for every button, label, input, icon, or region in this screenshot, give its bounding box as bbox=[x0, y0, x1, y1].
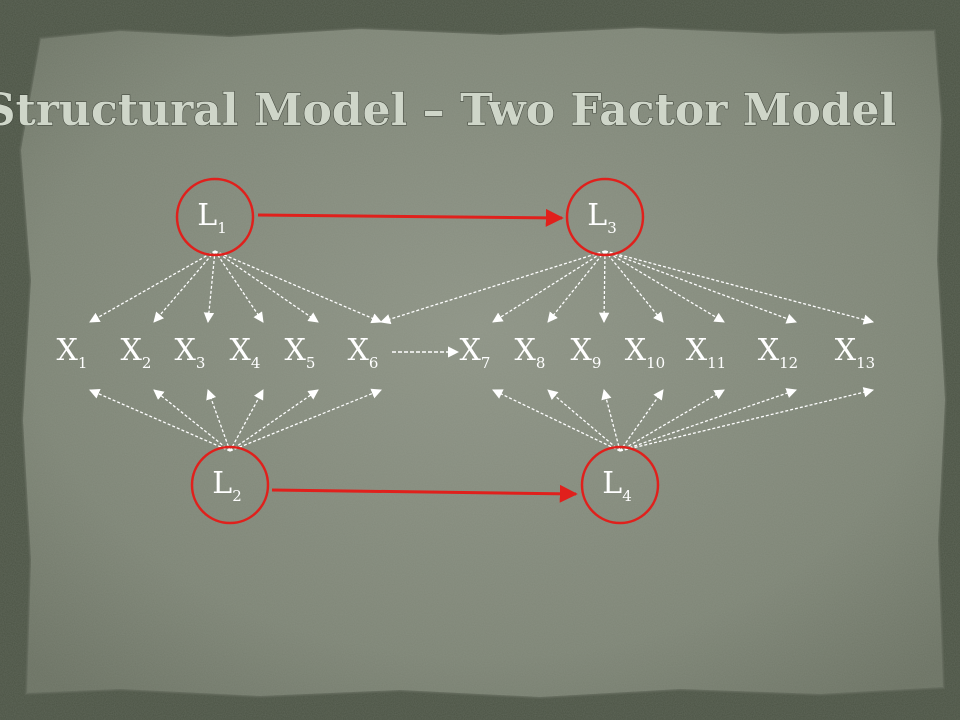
loading-arrow-l3-x8 bbox=[547, 250, 606, 323]
loading-arrow-l2-x1 bbox=[89, 388, 231, 452]
indicator-node-x1: X1 bbox=[57, 333, 88, 372]
loading-arrow-l3-x10 bbox=[604, 250, 664, 323]
latent-circle bbox=[565, 177, 645, 257]
loading-arrow-l4-x12 bbox=[619, 388, 797, 452]
edges-layer bbox=[89, 208, 875, 503]
loading-arrow-l1-x3 bbox=[203, 250, 216, 324]
indicator-label-x10: X10 bbox=[625, 333, 665, 372]
loading-arrow-l3-x13 bbox=[604, 250, 875, 325]
loading-arrow-l4-x7 bbox=[492, 389, 621, 452]
loading-arrow-l2-x2 bbox=[153, 389, 231, 452]
indicator-label-x6: X6 bbox=[348, 333, 379, 372]
indicator-node-x4: X4 bbox=[230, 333, 261, 372]
loading-arrow-l3-x9 bbox=[598, 250, 610, 324]
indicator-node-x10: X10 bbox=[625, 333, 665, 372]
structural-arrow-l2-l4 bbox=[271, 484, 578, 503]
loading-arrow-l3-x7 bbox=[492, 250, 606, 323]
latent-node-l1: L1 bbox=[175, 177, 255, 257]
latent-circle bbox=[190, 445, 270, 525]
loading-arrow-l1-x4 bbox=[214, 250, 264, 323]
loading-arrow-l2-x5 bbox=[229, 389, 319, 452]
latent-label-l2: L2 bbox=[212, 466, 241, 505]
indicator-node-x12: X12 bbox=[758, 333, 798, 372]
loading-arrow-l4-x11 bbox=[619, 389, 725, 452]
loading-arrow-l2-x6 bbox=[229, 388, 382, 452]
loading-arrow-l4-x8 bbox=[547, 389, 621, 452]
indicator-node-x9: X9 bbox=[571, 333, 602, 372]
indicator-label-x4: X4 bbox=[230, 333, 261, 372]
loading-arrow-l3-x12 bbox=[604, 250, 797, 324]
indicator-node-x3: X3 bbox=[175, 333, 206, 372]
loading-arrow-l1-x2 bbox=[153, 250, 216, 323]
indicator-label-x13: X13 bbox=[835, 333, 875, 372]
indicator-label-x2: X2 bbox=[121, 333, 152, 372]
indicator-label-x8: X8 bbox=[515, 333, 546, 372]
latent-label-l3: L3 bbox=[587, 198, 616, 237]
indicator-label-x9: X9 bbox=[571, 333, 602, 372]
latent-node-l3: L3 bbox=[565, 177, 645, 257]
latent-label-l1: L1 bbox=[197, 198, 226, 237]
loading-arrow-l3-x11 bbox=[604, 250, 725, 323]
indicator-node-x2: X2 bbox=[121, 333, 152, 372]
loading-arrow-l4-x9 bbox=[601, 388, 621, 452]
indicator-node-x6: X6 bbox=[348, 333, 379, 372]
indicator-label-x1: X1 bbox=[57, 333, 88, 372]
indicator-label-x12: X12 bbox=[758, 333, 798, 372]
loading-arrow-l1-x5 bbox=[214, 250, 319, 323]
loading-arrow-l2-x3 bbox=[206, 389, 231, 452]
indicator-label-x5: X5 bbox=[285, 333, 316, 372]
latent-node-l4: L4 bbox=[580, 445, 660, 525]
structural-arrow-l1-l3 bbox=[257, 208, 564, 227]
loading-arrow-l1-x6 bbox=[214, 250, 382, 324]
loading-arrow-l2-x4 bbox=[229, 389, 264, 452]
indicator-label-x3: X3 bbox=[175, 333, 206, 372]
indicator-node-x8: X8 bbox=[515, 333, 546, 372]
page-title: Structural Model – Two Factor Model bbox=[0, 85, 896, 136]
indicator-node-x11: X11 bbox=[686, 333, 726, 372]
latent-circle bbox=[580, 445, 660, 525]
paper-texture bbox=[20, 27, 946, 698]
latent-label-l4: L4 bbox=[602, 466, 631, 505]
loading-arrow-l4-x10 bbox=[619, 389, 664, 452]
loading-arrow-l4-x13 bbox=[619, 387, 875, 452]
indicator-node-x5: X5 bbox=[285, 333, 316, 372]
indicator-label-x11: X11 bbox=[686, 333, 726, 372]
indicator-label-x7: X7 bbox=[460, 333, 491, 372]
loading-arrow-l3-x6 bbox=[380, 250, 606, 325]
loading-arrow-l1-x1 bbox=[89, 250, 216, 323]
latent-circle bbox=[175, 177, 255, 257]
indicator-node-x7: X7 bbox=[460, 333, 491, 372]
latent-node-l2: L2 bbox=[190, 445, 270, 525]
indicator-node-x13: X13 bbox=[835, 333, 875, 372]
